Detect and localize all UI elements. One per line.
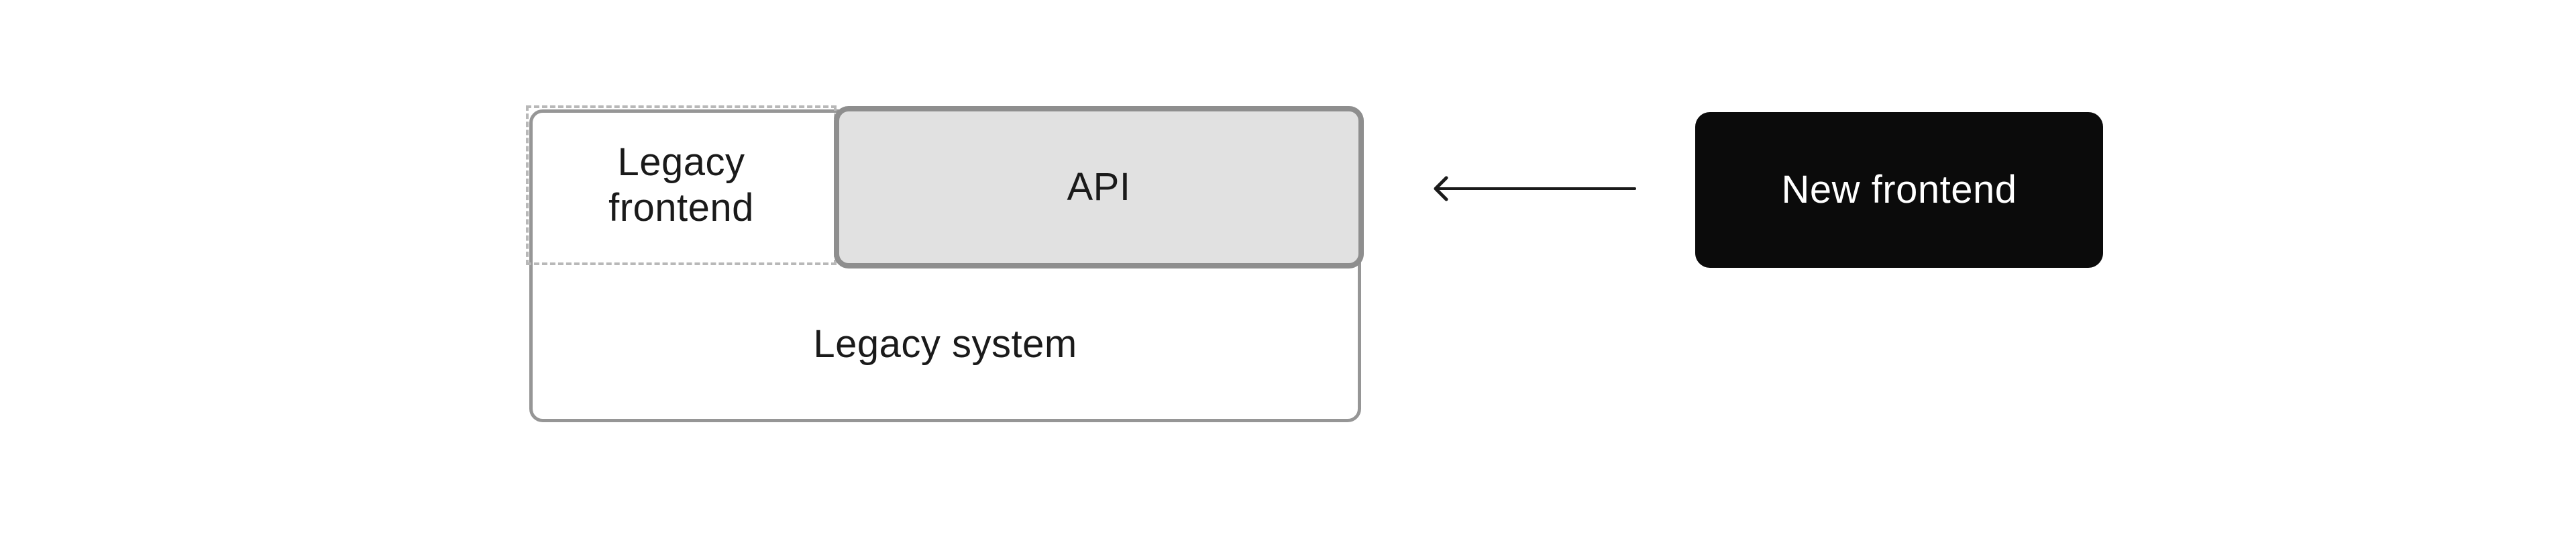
legacy-system-label: Legacy system — [813, 322, 1077, 367]
new-frontend-label: New frontend — [1781, 167, 2017, 211]
new-frontend-box: New frontend — [1695, 112, 2103, 268]
arrow-left-icon — [1415, 155, 1644, 222]
api-label: API — [1067, 164, 1131, 209]
arrow-left-svg — [1434, 176, 1636, 201]
api-box: API — [834, 106, 1364, 268]
legacy-frontend-label: Legacy frontend — [608, 140, 754, 230]
legacy-frontend-box: Legacy frontend — [526, 105, 837, 265]
legacy-system-label-area: Legacy system — [529, 267, 1361, 422]
